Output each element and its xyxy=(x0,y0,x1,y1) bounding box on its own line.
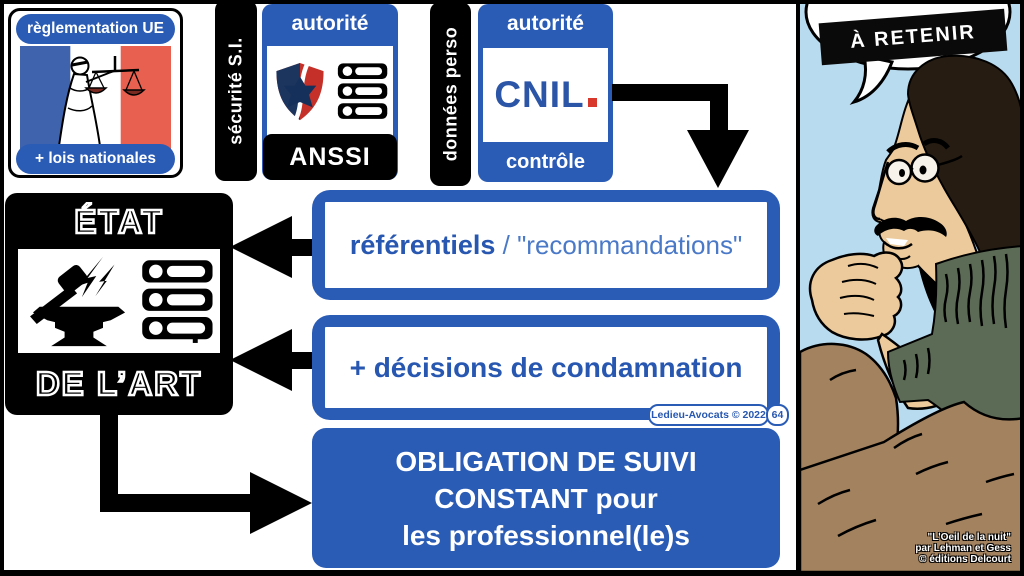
decisions-box: + décisions de condamnation xyxy=(312,315,780,420)
comic-credit-caption: "L'Oeil de la nuit" par Lehman et Gess ©… xyxy=(915,532,1011,565)
regulation-card: règlementation UE + lois nationales xyxy=(8,8,183,178)
etat-server-icon xyxy=(142,260,213,343)
de-lart-label: DE L’ART xyxy=(35,364,203,404)
cnil-card: autorité CNIL contrôle xyxy=(478,4,613,182)
recommandations-label: "recommandations" xyxy=(517,229,743,260)
caption-publisher: © éditions Delcourt xyxy=(919,554,1011,565)
lois-nationales-label: + lois nationales xyxy=(16,144,175,174)
obligation-box: OBLIGATION DE SUIVI CONSTANT pour les pr… xyxy=(312,428,780,568)
referentiels-label: référentiels xyxy=(349,229,496,260)
securite-si-pill: sécurité S.I. xyxy=(215,0,257,181)
etat-label: ÉTAT xyxy=(73,202,164,242)
donnees-perso-pill: données perso xyxy=(430,2,471,186)
credit-badge: Ledieu-Avocats © 2022 xyxy=(648,404,769,426)
etat-de-lart-block: ÉTAT xyxy=(5,193,233,415)
cnil-arrow-shaft-h xyxy=(612,84,728,101)
ref-arrow-head-icon xyxy=(230,216,292,278)
cnil-logo-text: CNIL xyxy=(494,74,585,115)
ref-arrow-shaft xyxy=(288,239,314,256)
french-flag-justice-image xyxy=(20,46,171,150)
cnil-logo-dot-icon xyxy=(587,98,597,107)
hammer-anvil-icon xyxy=(30,256,126,347)
decision-arrow-head-icon xyxy=(230,329,292,391)
reg-ue-label: règlementation UE xyxy=(16,14,175,44)
cnil-controle-label: contrôle xyxy=(506,151,585,173)
donnees-perso-label: données perso xyxy=(440,26,460,162)
obligation-line-1: OBLIGATION DE SUIVI xyxy=(395,445,697,477)
decision-arrow-shaft xyxy=(288,352,314,369)
anssi-authority-label: autorité xyxy=(291,12,369,35)
cnil-arrow-shaft-v xyxy=(710,84,728,132)
caption-authors: par Lehman et Gess xyxy=(915,543,1011,554)
comic-man-illustration xyxy=(800,4,1020,572)
decisions-box-inner: + décisions de condamnation xyxy=(323,325,769,410)
referentiels-separator: / xyxy=(495,229,518,260)
obligation-line-2: CONSTANT pour xyxy=(434,482,658,514)
referentiels-box: référentiels / "recommandations" xyxy=(312,190,780,300)
obligation-line-3: les professionnel(le)s xyxy=(402,519,690,551)
obligation-arrow-shaft-h xyxy=(100,494,252,512)
obligation-arrow-shaft-v xyxy=(100,413,118,512)
anssi-name-label: ANSSI xyxy=(263,134,397,180)
caption-title: "L'Oeil de la nuit" xyxy=(927,532,1011,543)
anssi-card: autorité xyxy=(262,4,398,180)
etat-icon-area xyxy=(18,249,220,353)
securite-si-label: sécurité S.I. xyxy=(225,36,246,145)
page-number-badge: 64 xyxy=(766,404,789,426)
cnil-logo: CNIL xyxy=(494,74,597,116)
cnil-logo-area: CNIL xyxy=(483,48,608,142)
anssi-shield-icon xyxy=(276,62,324,121)
decisions-label: + décisions de condamnation xyxy=(349,351,743,383)
obligation-arrow-head-icon xyxy=(250,472,312,534)
anssi-server-icon xyxy=(337,63,388,119)
cnil-arrow-head-icon xyxy=(687,130,749,188)
referentiels-box-inner: référentiels / "recommandations" xyxy=(323,200,769,290)
anssi-logo-area xyxy=(267,46,393,138)
lady-justice-icon xyxy=(20,46,171,150)
comic-panel: À RETENIR "L'Oeil de la nuit" par Lehman… xyxy=(796,0,1024,576)
cnil-authority-label: autorité xyxy=(506,12,584,35)
